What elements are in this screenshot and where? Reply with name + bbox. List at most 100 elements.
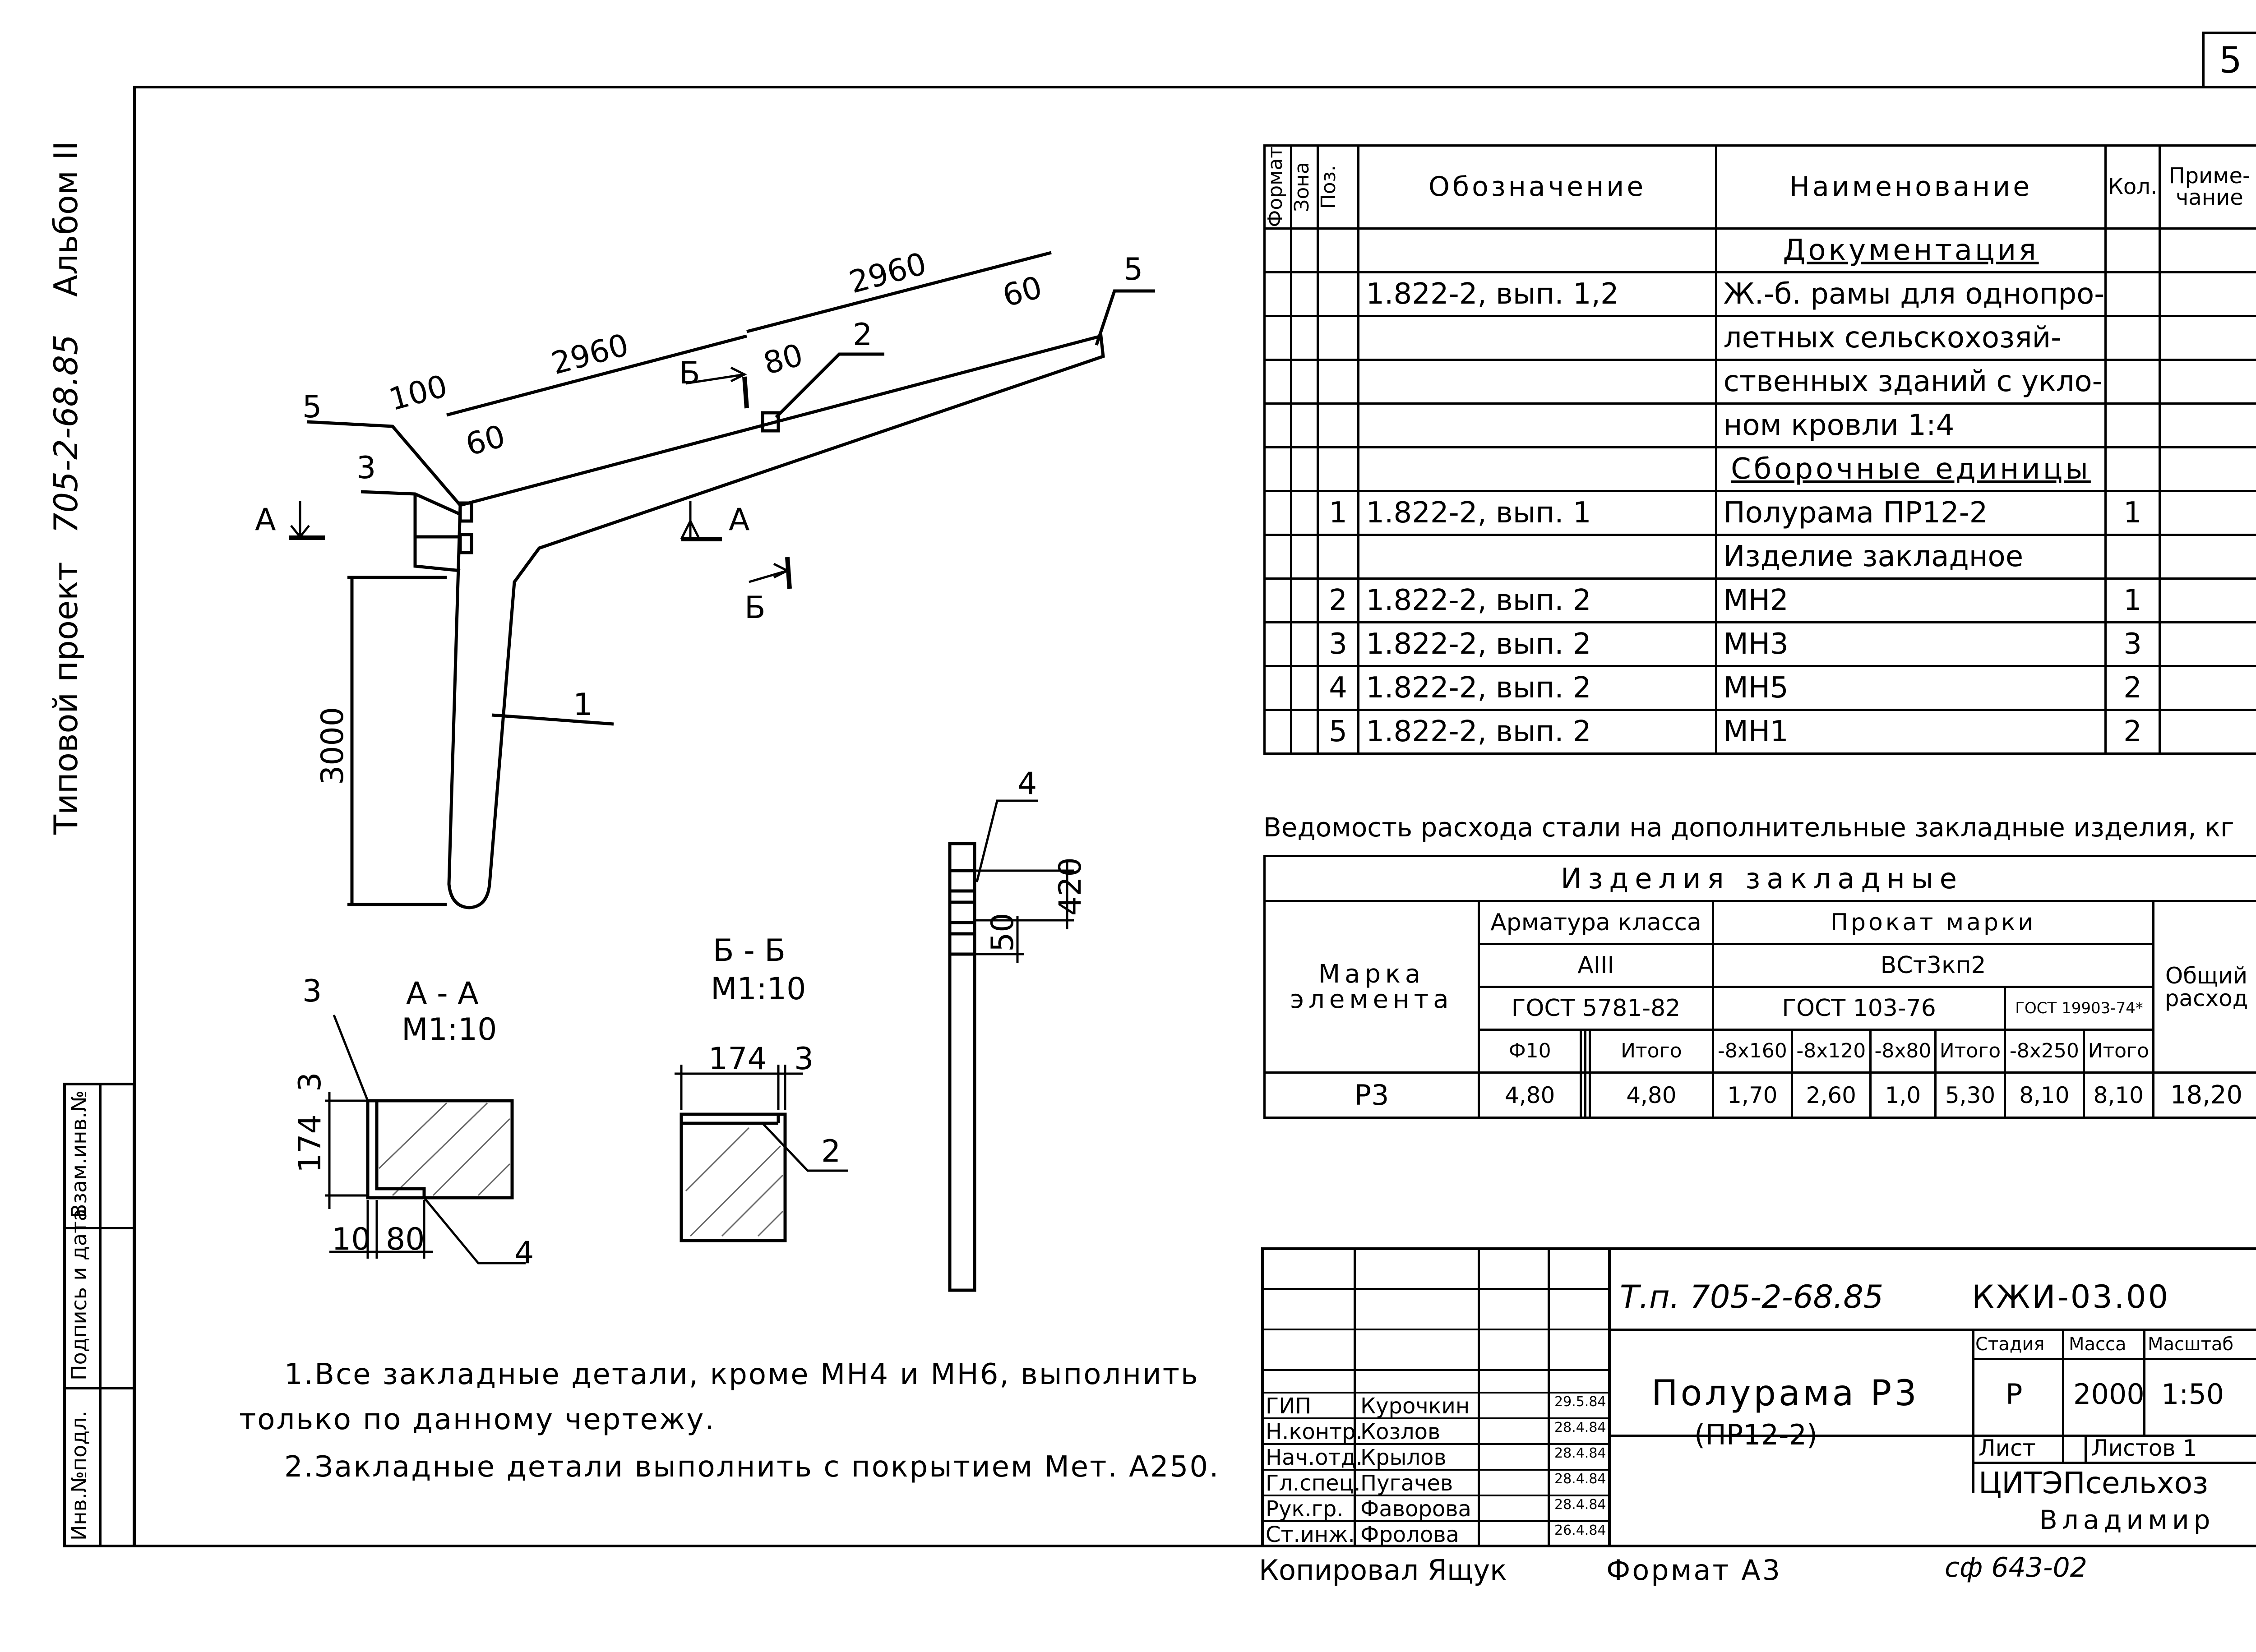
spec-designation-cell: 1.822-2, вып. 1,2 <box>1357 271 1717 317</box>
title-block <box>1261 1247 2256 1547</box>
spec-qty-cell-text: 1 <box>2123 496 2142 530</box>
spec-note-cell <box>2158 358 2256 405</box>
tb-col-b <box>1261 1247 1480 1547</box>
tb-person-name: Фаворова <box>1360 1496 1471 1522</box>
tb-right-vsep3 <box>2085 1435 2087 1462</box>
spec-name-cell-text: МН1 <box>1723 715 1789 748</box>
spec-qty-cell <box>2104 314 2161 361</box>
spec-qty-cell-text: 2 <box>2123 715 2142 748</box>
spec-name-cell: МН1 <box>1715 708 2107 755</box>
tb-scale-label: Масштаб <box>2148 1334 2234 1355</box>
spec-zone-cell <box>1290 489 1319 536</box>
spec-zone-cell <box>1290 271 1319 317</box>
tb-code: КЖИ-03.00 <box>1972 1278 2170 1315</box>
tb-right-vsep1 <box>2062 1329 2064 1462</box>
tb-sheets-label: Листов 1 <box>2091 1435 2197 1461</box>
steel-sub-cell: -8х250 <box>2004 1029 2085 1074</box>
spec-h-designation: Обозначение <box>1357 144 1717 230</box>
pos-5a: 5 <box>302 389 322 425</box>
tb-col-a <box>1261 1247 1356 1547</box>
steel-h-mark: Марка элемента <box>1263 900 1480 1074</box>
dim-60b: 60 <box>999 270 1046 314</box>
steel-sub-cell: -8х120 <box>1790 1029 1872 1074</box>
spec-zone-cell <box>1290 621 1319 667</box>
spec-h-pos: Поз. <box>1316 144 1360 230</box>
spec-format-cell <box>1263 358 1292 405</box>
tb-person-date: 28.4.84 <box>1554 1471 1606 1487</box>
tb-stage: Р <box>2006 1378 2023 1411</box>
steel-h-rolled-gost1: ГОСТ 103-76 <box>1712 986 2006 1031</box>
spec-pos-cell-text: 4 <box>1329 671 1347 705</box>
pos-1: 1 <box>573 687 592 723</box>
steel-value-cell: 5,30 <box>1934 1071 2006 1119</box>
dim-2960b: 2960 <box>846 246 930 300</box>
spec-designation-cell: 1.822-2, вып. 2 <box>1357 577 1717 623</box>
tb-person-date: 28.4.84 <box>1554 1445 1606 1461</box>
spec-pos-cell: 2 <box>1316 577 1360 623</box>
spec-name-cell: Изделие закладное <box>1715 533 2107 580</box>
left-strip-divider <box>63 1083 102 1547</box>
tb-right-sep2 <box>1972 1462 2256 1464</box>
tb-stage-label: Стадия <box>1975 1334 2045 1355</box>
spec-designation-cell: 1.822-2, вып. 2 <box>1357 708 1717 755</box>
spec-zone-cell <box>1290 314 1319 361</box>
note-1: 1.Все закладные детали, кроме МН4 и МН6,… <box>284 1358 1199 1391</box>
spec-qty-cell-text: 3 <box>2123 627 2142 661</box>
sec-aa-p3: 3 <box>302 974 322 1009</box>
steel-h-rebar: Арматура класса <box>1477 900 1715 945</box>
spec-qty-cell-text: 2 <box>2123 671 2142 705</box>
sec-bb-d3: 3 <box>794 1041 814 1077</box>
pos-2: 2 <box>853 317 872 353</box>
spec-designation-cell: 1.822-2, вып. 1 <box>1357 489 1717 536</box>
spec-designation-cell <box>1357 358 1717 405</box>
tb-person-date: 26.4.84 <box>1554 1523 1606 1538</box>
spec-name-cell-text: МН5 <box>1723 671 1789 705</box>
spec-h-format: Формат <box>1263 144 1292 230</box>
note-1-cont: только по данному чертежу. <box>239 1403 716 1436</box>
tb-person-name: Фролова <box>1360 1522 1459 1547</box>
spec-qty-cell: 1 <box>2104 489 2161 536</box>
tb-person-line <box>1261 1417 1611 1419</box>
spec-designation-cell <box>1357 446 1717 492</box>
spec-designation-cell-text: 1.822-2, вып. 2 <box>1366 627 1591 661</box>
spec-pos-cell <box>1316 446 1360 492</box>
spec-row: летных сельскохозяй- <box>1263 314 2256 361</box>
tb-person-name: Крылов <box>1360 1445 1447 1470</box>
sec-bb-d174: 174 <box>708 1041 767 1077</box>
steel-value-cell <box>1584 1071 1591 1119</box>
sec-aa-d80: 80 <box>386 1222 425 1257</box>
spec-name-cell-text: летных сельскохозяй- <box>1723 321 2062 355</box>
spec-note-cell <box>2158 708 2256 755</box>
spec-row: ственных зданий с укло- <box>1263 358 2256 405</box>
spec-name-cell: ном кровли 1:4 <box>1715 402 2107 448</box>
spec-designation-cell <box>1357 533 1717 580</box>
spec-name-cell-text: Полурама ПР12-2 <box>1723 496 1988 530</box>
spec-pos-cell: 5 <box>1316 708 1360 755</box>
tb-row-line <box>1261 1392 1611 1394</box>
spec-qty-cell <box>2104 271 2161 317</box>
side-d50: 50 <box>985 913 1021 952</box>
dim-100: 100 <box>385 369 451 418</box>
sec-bb-p2: 2 <box>821 1134 841 1169</box>
steel-sub-cell <box>1584 1029 1591 1074</box>
steel-table: Изделия закладные Марка элемента Арматур… <box>1263 855 2256 1119</box>
tb-right-vsep2 <box>2143 1329 2145 1435</box>
spec-qty-cell: 2 <box>2104 664 2161 711</box>
sec-a-left: А <box>255 502 276 538</box>
steel-sub-cell: Итого <box>1934 1029 2006 1074</box>
tb-person-name: Пугачев <box>1360 1471 1453 1496</box>
dim-3000: 3000 <box>315 707 351 785</box>
spec-name-cell: Сборочные единицы <box>1715 446 2107 492</box>
tb-scale: 1:50 <box>2161 1378 2224 1411</box>
spec-name-cell-text: Документация <box>1783 233 2039 267</box>
spec-designation-cell <box>1357 314 1717 361</box>
sheet-frame <box>133 86 2256 1547</box>
steel-h-rolled: Прокат марки <box>1712 900 2154 945</box>
spec-format-cell <box>1263 664 1292 711</box>
sec-aa-scale: М1:10 <box>402 1012 497 1047</box>
spec-qty-cell <box>2104 358 2161 405</box>
spec-designation-cell: 1.822-2, вып. 2 <box>1357 621 1717 667</box>
